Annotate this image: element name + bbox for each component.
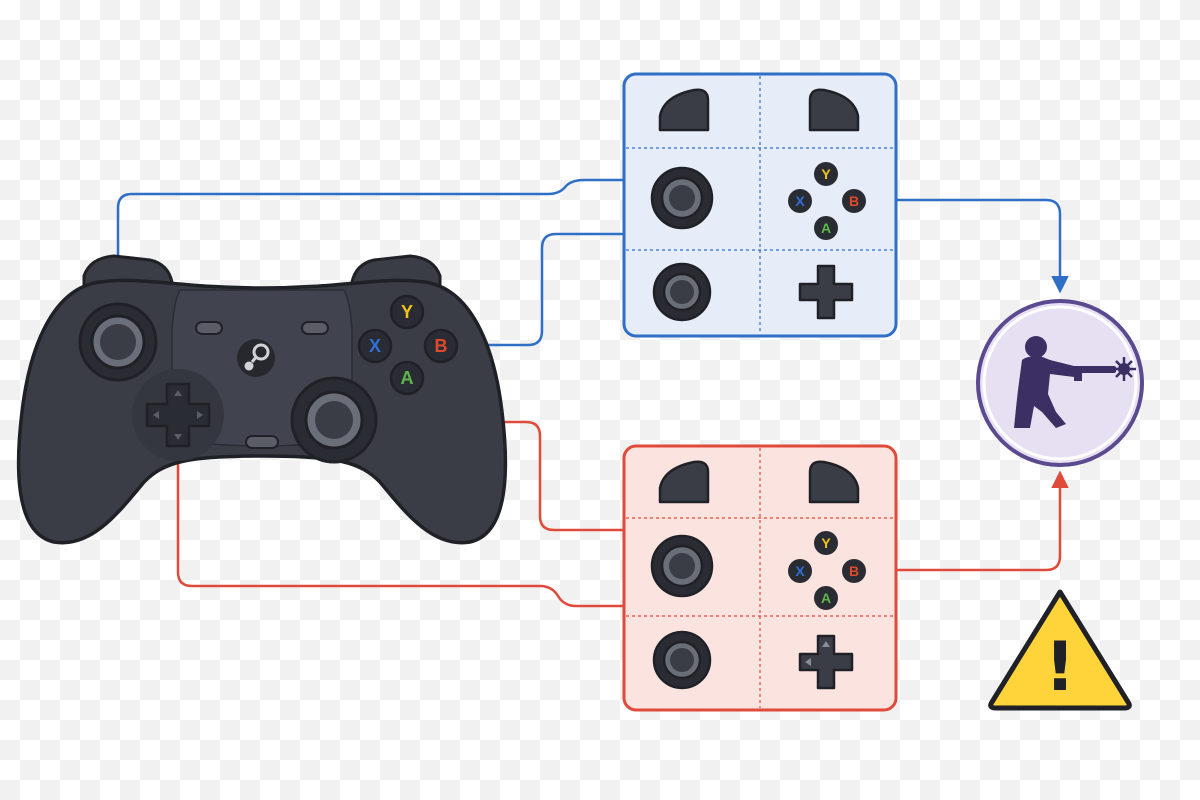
link-dpad-to-secondary-profile [176,450,624,608]
controller-x-button [357,328,393,364]
warning-icon: ! [988,589,1132,711]
warning-mark: ! [1044,628,1075,707]
svg-text:Y: Y [401,302,413,322]
controller-quick-access-button [245,435,279,449]
svg-text:B: B [849,193,859,209]
link-controller-top-to-primary-left-stick [116,178,624,258]
connection-lines [116,178,1069,608]
primary-profile-panel: Y X B A [622,72,898,338]
left-stick-icon [650,166,714,230]
svg-text:B: B [849,563,859,579]
left-bumper-icon [658,88,710,132]
svg-text:Y: Y [821,535,831,551]
steam-logo-icon [237,339,275,377]
secondary-profile-panel: Y X B A [622,444,898,712]
controller-view-button [195,321,223,335]
right-stick-icon [652,262,712,322]
shooter-game-icon [976,299,1144,467]
svg-text:X: X [795,563,805,579]
controller-face-buttons: Y X B A [357,294,459,396]
right-bumper-icon [808,88,860,132]
left-bumper-icon [658,460,710,504]
svg-text:B: B [435,336,448,356]
svg-text:Y: Y [821,166,831,182]
svg-text:X: X [369,336,381,356]
controller-menu-button [301,321,329,335]
controller-left-stick [78,302,158,382]
link-right-stick-to-secondary-profile [382,420,624,532]
right-stick-icon [652,630,712,690]
face-buttons-icon: Y X B A [788,531,866,610]
svg-text:X: X [795,193,805,209]
dpad-icon [798,264,854,320]
controller-b-button [423,328,459,364]
gamepad-icon: Y X B A [16,254,508,545]
svg-text:A: A [821,220,831,236]
link-b-button-to-primary-face-buttons [458,232,624,347]
controller-a-button [389,360,425,396]
left-stick-icon [650,534,714,598]
link-primary-profile-to-game [896,198,1069,294]
face-buttons-icon: Y X B A [788,162,866,240]
right-bumper-icon [808,460,860,504]
controller-right-stick [290,376,378,464]
svg-text:A: A [821,590,831,606]
controller-dpad [132,369,224,461]
dpad-icon [798,634,854,690]
controller-y-button [389,294,425,330]
link-secondary-profile-to-game [896,470,1069,572]
svg-text:A: A [401,368,414,388]
